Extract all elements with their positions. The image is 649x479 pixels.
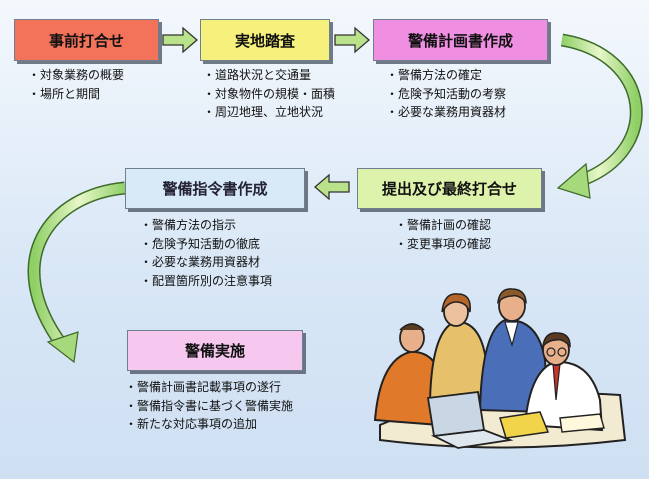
step-4-items: 警備計画の確認 変更事項の確認 (395, 216, 565, 253)
list-item: 警備方法の確定 (386, 66, 566, 85)
step-title-2: 実地踏査 (234, 31, 295, 50)
list-item: 警備指令書に基づく警備実施 (125, 397, 345, 416)
step-box-2: 実地踏査 (200, 19, 330, 61)
list-item: 警備計画書記載事項の遂行 (125, 378, 345, 397)
step-2-items: 道路状況と交通量 対象物件の規模・面積 周辺地理、立地状況 (203, 66, 363, 122)
block-arrow-1 (162, 26, 198, 54)
list-item: 必要な業務用資器材 (386, 103, 566, 122)
step-title-1: 事前打合せ (48, 31, 124, 50)
curved-arrow-right (556, 33, 643, 199)
step-title-3: 警備計画書作成 (407, 31, 513, 50)
list-item: 対象業務の概要 (28, 66, 188, 85)
step-6-items: 警備計画書記載事項の遂行 警備指令書に基づく警備実施 新たな対応事項の追加 (125, 378, 345, 434)
list-item: 危険予知活動の考察 (386, 85, 566, 104)
block-arrow-2 (334, 26, 370, 54)
step-box-3: 警備計画書作成 (373, 19, 548, 61)
list-item: 必要な業務用資器材 (140, 253, 320, 272)
block-arrow-3 (314, 173, 350, 201)
list-item: 危険予知活動の徹底 (140, 235, 320, 254)
list-item: 変更事項の確認 (395, 235, 565, 254)
list-item: 道路状況と交通量 (203, 66, 363, 85)
step-title-4: 提出及び最終打合せ (381, 180, 517, 198)
step-box-1: 事前打合せ (14, 19, 159, 61)
list-item: 新たな対応事項の追加 (125, 415, 345, 434)
step-1-items: 対象業務の概要 場所と期間 (28, 66, 188, 103)
step-title-5: 警備指令書作成 (162, 180, 268, 198)
curved-arrow-left (27, 181, 126, 364)
step-3-items: 警備方法の確定 危険予知活動の考察 必要な業務用資器材 (386, 66, 566, 122)
step-box-4: 提出及び最終打合せ (357, 168, 542, 209)
list-item: 配置箇所別の注意事項 (140, 272, 320, 291)
step-5-items: 警備方法の指示 危険予知活動の徹底 必要な業務用資器材 配置箇所別の注意事項 (140, 216, 320, 290)
step-box-5: 警備指令書作成 (125, 168, 305, 209)
list-item: 周辺地理、立地状況 (203, 103, 363, 122)
list-item: 場所と期間 (28, 85, 188, 104)
list-item: 対象物件の規模・面積 (203, 85, 363, 104)
step-box-6: 警備実施 (127, 330, 303, 371)
step-title-6: 警備実施 (184, 342, 245, 360)
list-item: 警備計画の確認 (395, 216, 565, 235)
list-item: 警備方法の指示 (140, 216, 320, 235)
